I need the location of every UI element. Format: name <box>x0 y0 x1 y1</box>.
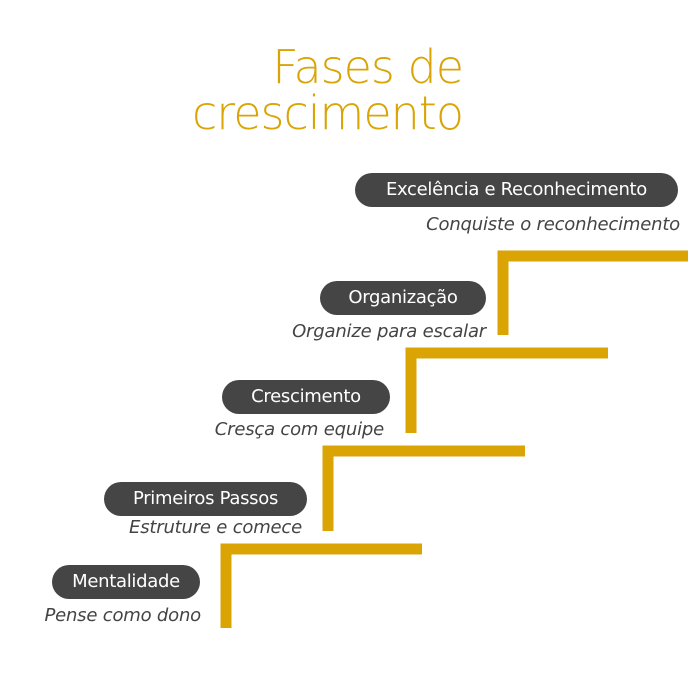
stair-step-2 <box>322 445 525 531</box>
stage-subtitle-mentalidade: Pense como dono <box>44 605 201 626</box>
stage-label-organizacao: Organização <box>320 281 486 315</box>
stage-label-primeiros-passos: Primeiros Passos <box>104 482 307 516</box>
stair-step-4 <box>497 250 688 335</box>
stage-label-mentalidade: Mentalidade <box>52 565 200 599</box>
stair-step-1 <box>220 543 422 628</box>
stage-subtitle-crescimento: Cresça com equipe <box>214 419 384 440</box>
stage-subtitle-organizacao: Organize para escalar <box>292 321 486 342</box>
stair-step-3 <box>405 347 608 433</box>
stage-label-excelencia: Excelência e Reconhecimento <box>355 173 678 207</box>
stage-subtitle-excelencia: Conquiste o reconhecimento <box>426 214 680 235</box>
title-line-2: crescimento <box>192 86 464 140</box>
stage-subtitle-primeiros-passos: Estruture e comece <box>129 517 302 538</box>
stage-label-crescimento: Crescimento <box>222 380 390 414</box>
title-line-1: Fases de <box>272 40 464 94</box>
